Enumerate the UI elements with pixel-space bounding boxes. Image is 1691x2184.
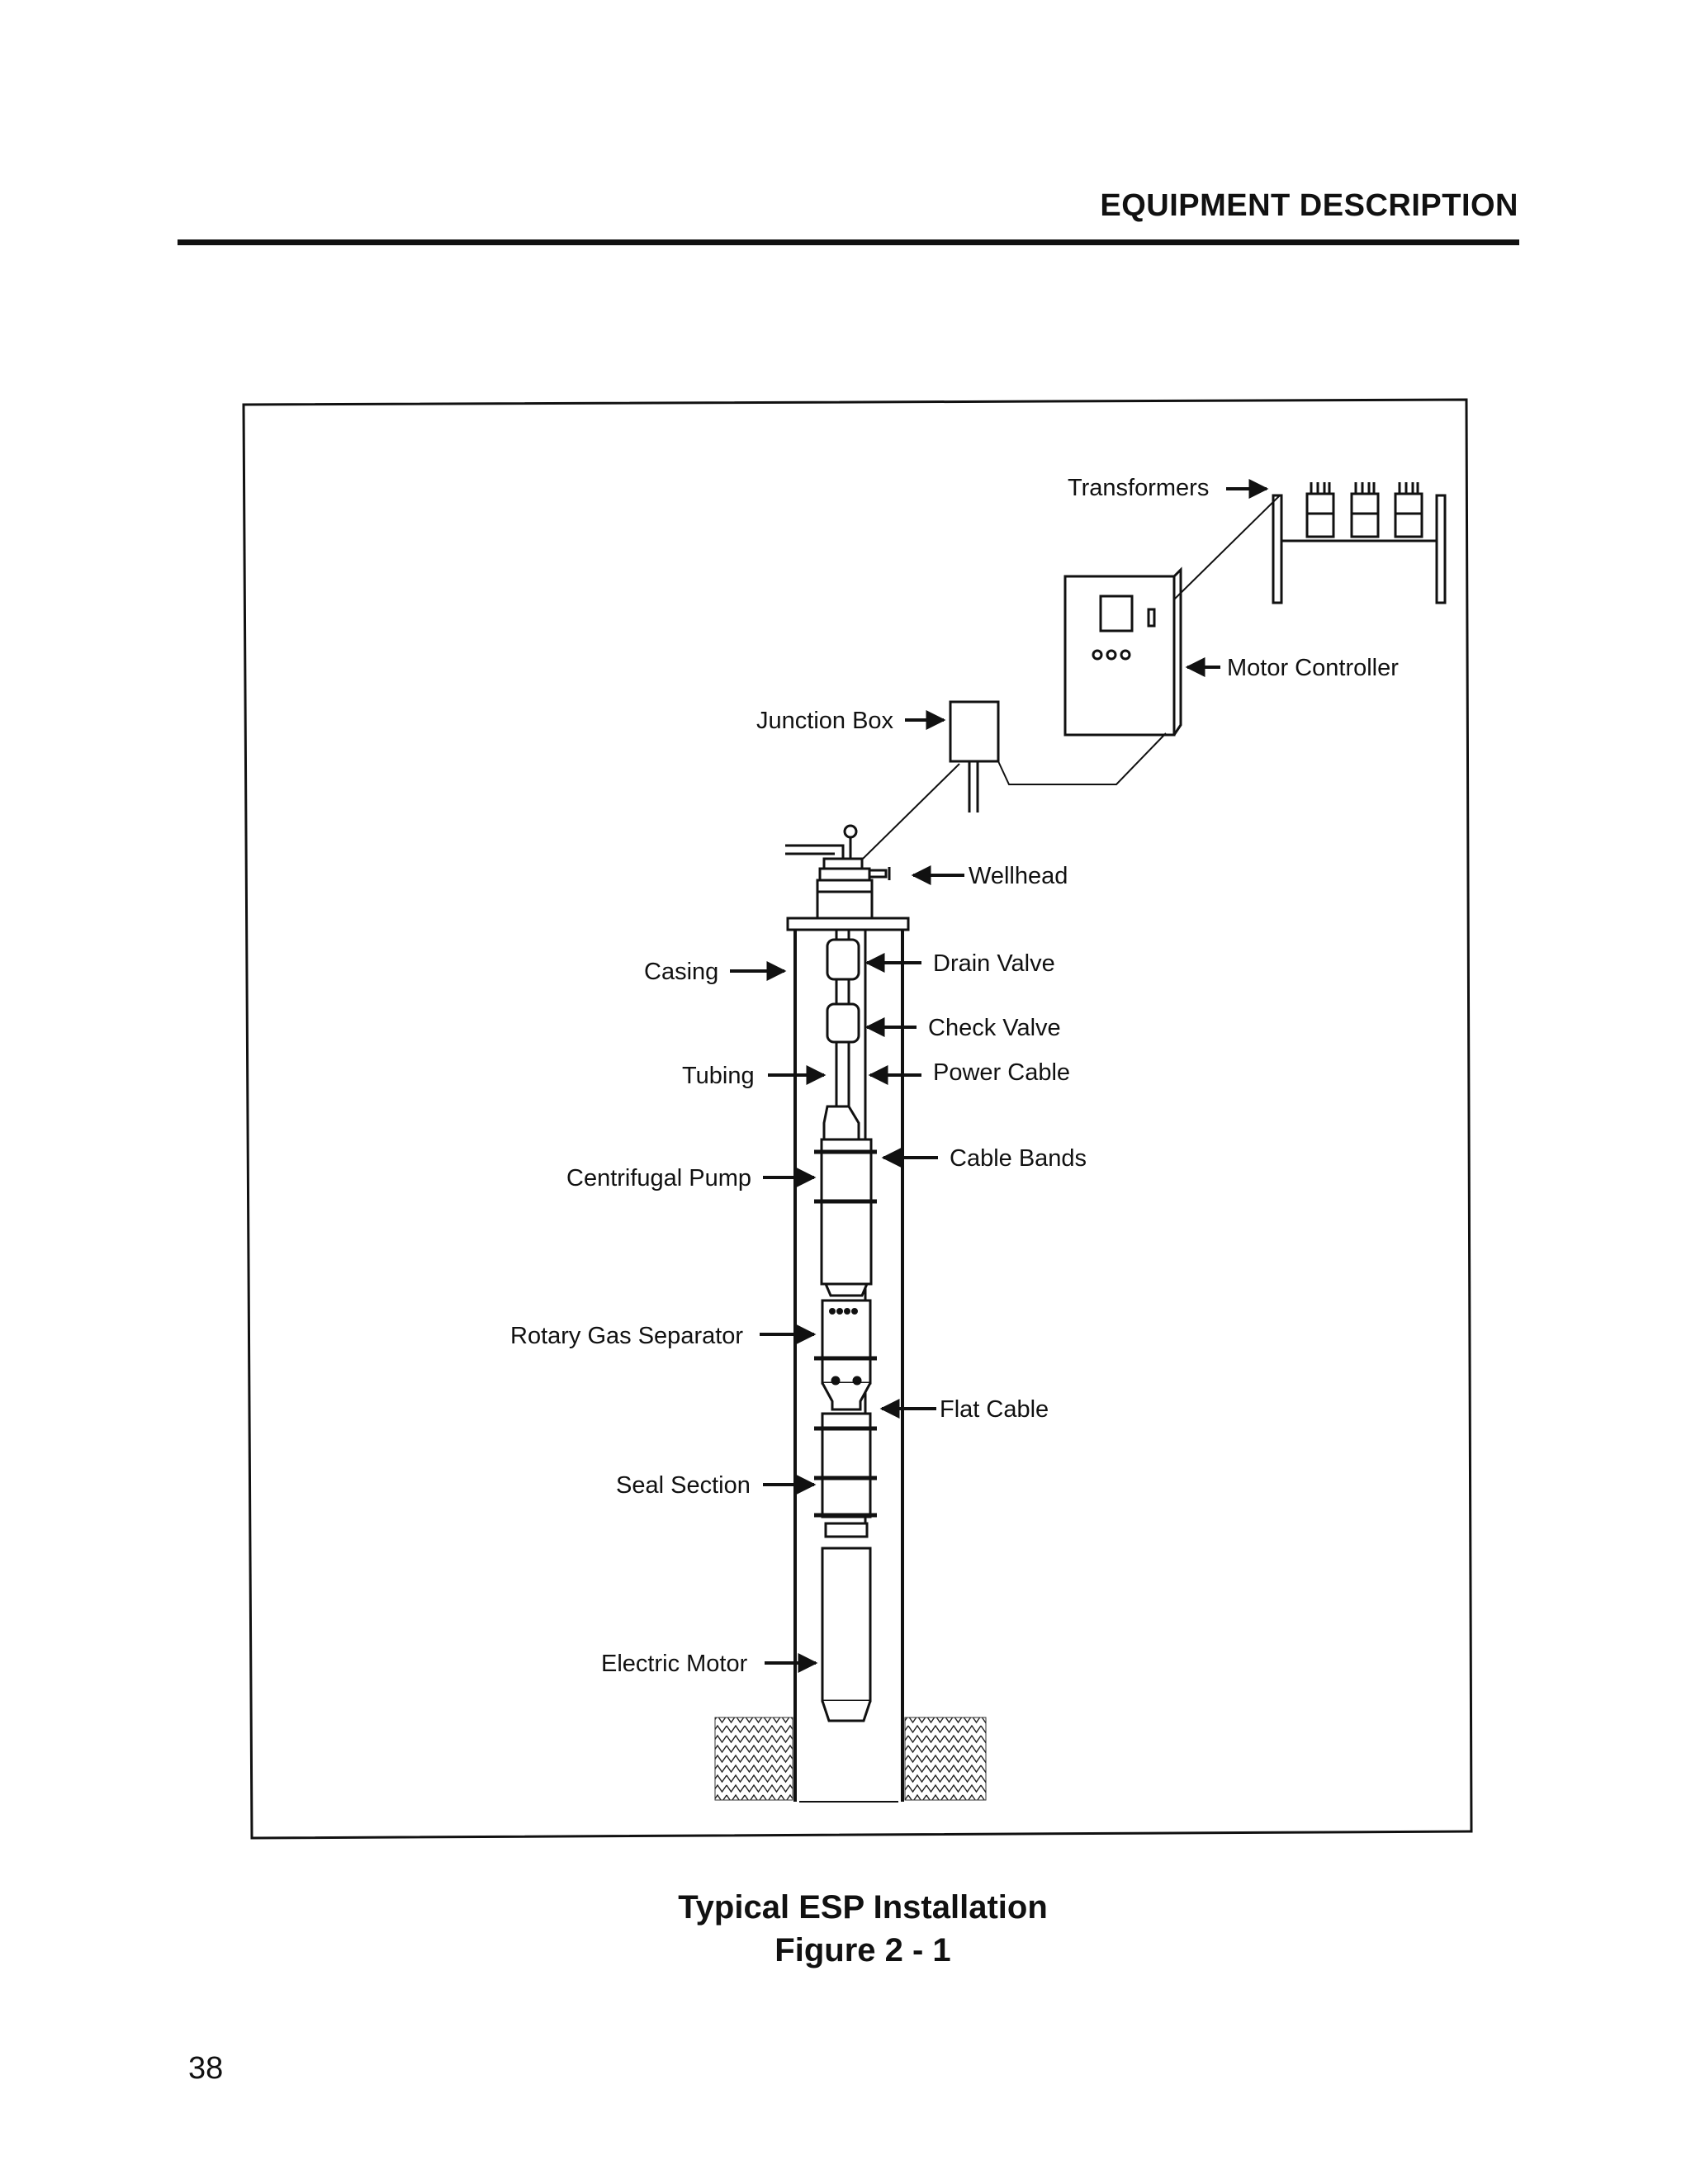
label-casing: Casing xyxy=(644,959,718,985)
header-rule xyxy=(178,239,1519,245)
label-electric-motor: Electric Motor xyxy=(601,1651,748,1677)
seal-section xyxy=(821,1412,872,1518)
label-motor-controller: Motor Controller xyxy=(1227,655,1399,681)
label-wellhead: Wellhead xyxy=(969,863,1068,889)
label-cable-bands: Cable Bands xyxy=(950,1145,1087,1172)
caption-figure-number: Figure 2 - 1 xyxy=(774,1932,951,1968)
surface-cables xyxy=(862,495,1281,860)
page-number: 38 xyxy=(188,2051,224,2086)
label-transformers: Transformers xyxy=(1068,475,1209,501)
label-flat-cable: Flat Cable xyxy=(940,1396,1049,1423)
label-seal-section: Seal Section xyxy=(616,1472,751,1499)
section-title: EQUIPMENT DESCRIPTION xyxy=(1100,188,1518,223)
tubing-string xyxy=(826,930,860,1106)
rotary-gas-separator xyxy=(821,1299,872,1411)
label-power-cable: Power Cable xyxy=(933,1059,1070,1086)
label-drain-valve: Drain Valve xyxy=(933,950,1055,977)
label-tubing: Tubing xyxy=(682,1063,755,1089)
caption-title: Typical ESP Installation xyxy=(678,1889,1048,1926)
label-junction-box: Junction Box xyxy=(756,708,894,734)
label-rotary-gas-separator: Rotary Gas Separator xyxy=(510,1323,743,1349)
motor-controller xyxy=(1063,566,1182,737)
wellhead xyxy=(785,824,910,931)
figure-frame xyxy=(242,398,1473,1840)
soil-left xyxy=(714,1717,793,1801)
transformers xyxy=(1272,482,1447,604)
label-check-valve: Check Valve xyxy=(928,1015,1061,1041)
figure-caption: Typical ESP Installation Figure 2 - 1 xyxy=(495,1886,1230,1972)
label-centrifugal-pump: Centrifugal Pump xyxy=(566,1165,751,1191)
callout-arrows xyxy=(730,479,1269,1673)
cable-bands xyxy=(814,1149,877,1518)
junction-box xyxy=(949,700,1000,812)
electric-motor xyxy=(821,1522,872,1722)
soil-right xyxy=(904,1717,987,1801)
centrifugal-pump xyxy=(820,1105,873,1297)
